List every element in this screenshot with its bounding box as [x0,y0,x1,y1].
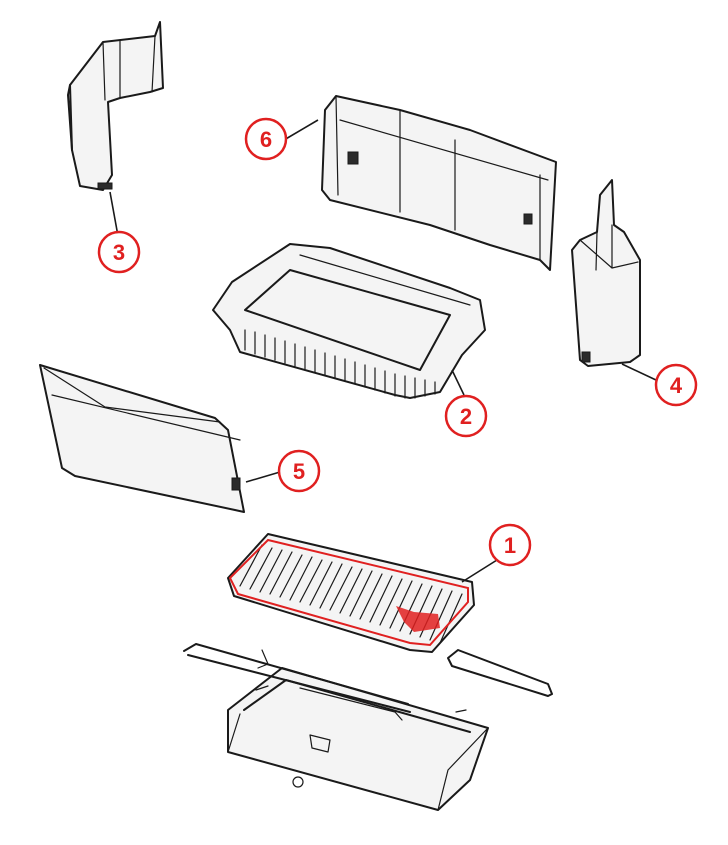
part-drip-tray-frame [212,243,486,399]
callout-3: 3 [97,230,141,274]
part-left-side-panel [67,21,164,191]
part-back-panel [321,95,557,271]
leader-lines [109,119,657,583]
part-front-panel [39,364,245,513]
callout-3-label: 3 [113,240,125,265]
part-drip-tray-grid [227,533,475,653]
callout-5-label: 5 [293,459,305,484]
part-rod-left [183,643,411,713]
callout-1-label: 1 [504,533,516,558]
callout-6: 6 [244,117,288,161]
part-right-side-panel [571,179,641,367]
callout-2: 2 [444,394,488,438]
callout-2-label: 2 [460,404,472,429]
part-rod-right [447,649,553,697]
callout-4-label: 4 [670,373,683,398]
callout-5: 5 [277,449,321,493]
callout-1: 1 [488,523,532,567]
callout-6-label: 6 [260,127,272,152]
callout-4: 4 [654,363,698,407]
